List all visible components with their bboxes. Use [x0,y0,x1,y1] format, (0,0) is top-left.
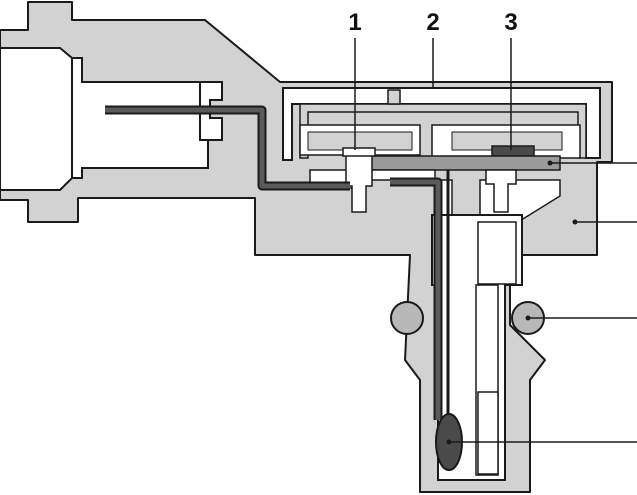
leader-dot-housing [572,219,578,225]
left-chamber-inner [307,131,413,151]
callout-1: 1 [348,9,361,36]
probe-conductor-core [390,179,441,420]
callout-3: 3 [504,9,517,36]
sensor-element [491,145,535,157]
seal-ring-left [390,301,424,335]
circuit-plate [359,155,561,171]
signal-conductor-core [105,107,350,189]
connector-latch [199,81,223,141]
sensor-post [485,169,517,213]
leader-dot-seal [525,315,531,321]
stem-insert [477,221,517,285]
leader-dot-probe [446,439,452,445]
cover-vent [387,89,401,105]
callout-2: 2 [426,9,439,36]
cover-inner-wall [299,103,587,159]
stem-lower-block [477,391,499,475]
stud-head [342,147,376,157]
leader-dot-circuit [547,160,553,166]
